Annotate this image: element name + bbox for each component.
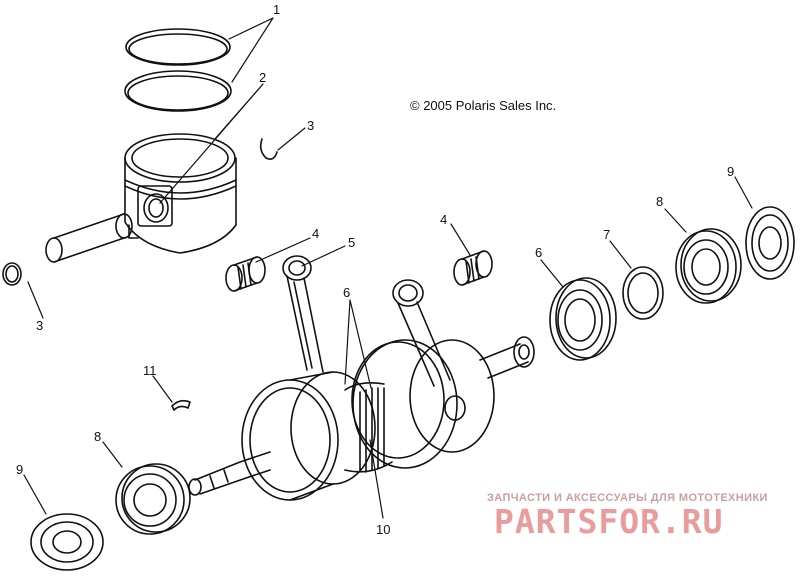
connecting-rod-left bbox=[282, 255, 324, 373]
crankshaft bbox=[188, 336, 535, 501]
callout-8-left: 8 bbox=[94, 429, 101, 444]
callout-3-top: 3 bbox=[307, 118, 314, 133]
bearing-right bbox=[549, 277, 617, 361]
leader-lines bbox=[23, 17, 753, 519]
callout-2: 2 bbox=[259, 70, 266, 85]
callout-10: 10 bbox=[376, 522, 390, 537]
woodruff-key bbox=[171, 399, 191, 411]
watermark-logo: PARTSFOR.RU bbox=[494, 502, 724, 541]
callout-4-left: 4 bbox=[312, 226, 319, 241]
callout-9-left: 9 bbox=[16, 462, 23, 477]
shim-washer bbox=[622, 266, 664, 320]
seal-right bbox=[675, 228, 742, 304]
seal-left bbox=[115, 463, 191, 535]
callout-7: 7 bbox=[603, 227, 610, 242]
piston bbox=[124, 133, 237, 254]
needle-bearing-right bbox=[453, 250, 493, 286]
callout-6-left: 6 bbox=[343, 285, 350, 300]
cover-right bbox=[745, 206, 795, 280]
cover-left bbox=[30, 513, 104, 571]
connecting-rod-right bbox=[392, 279, 451, 387]
watermark-tagline: ЗАПЧАСТИ И АКСЕССУАРЫ ДЛЯ МОТОТЕХНИКИ bbox=[487, 492, 768, 504]
needle-bearing-left bbox=[225, 256, 266, 292]
callout-5: 5 bbox=[348, 235, 355, 250]
piston-pin bbox=[45, 213, 133, 263]
copyright-text: © 2005 Polaris Sales Inc. bbox=[410, 98, 557, 113]
piston-rings bbox=[124, 28, 232, 112]
callout-6-right: 6 bbox=[535, 245, 542, 260]
circlip-left bbox=[2, 262, 22, 286]
callout-8-right: 8 bbox=[656, 194, 663, 209]
callout-3-left: 3 bbox=[36, 318, 43, 333]
circlip-top bbox=[259, 138, 278, 160]
callout-4-right: 4 bbox=[440, 212, 447, 227]
callout-11: 11 bbox=[143, 363, 157, 378]
callout-1: 1 bbox=[273, 2, 280, 17]
callout-9-right: 9 bbox=[727, 164, 734, 179]
